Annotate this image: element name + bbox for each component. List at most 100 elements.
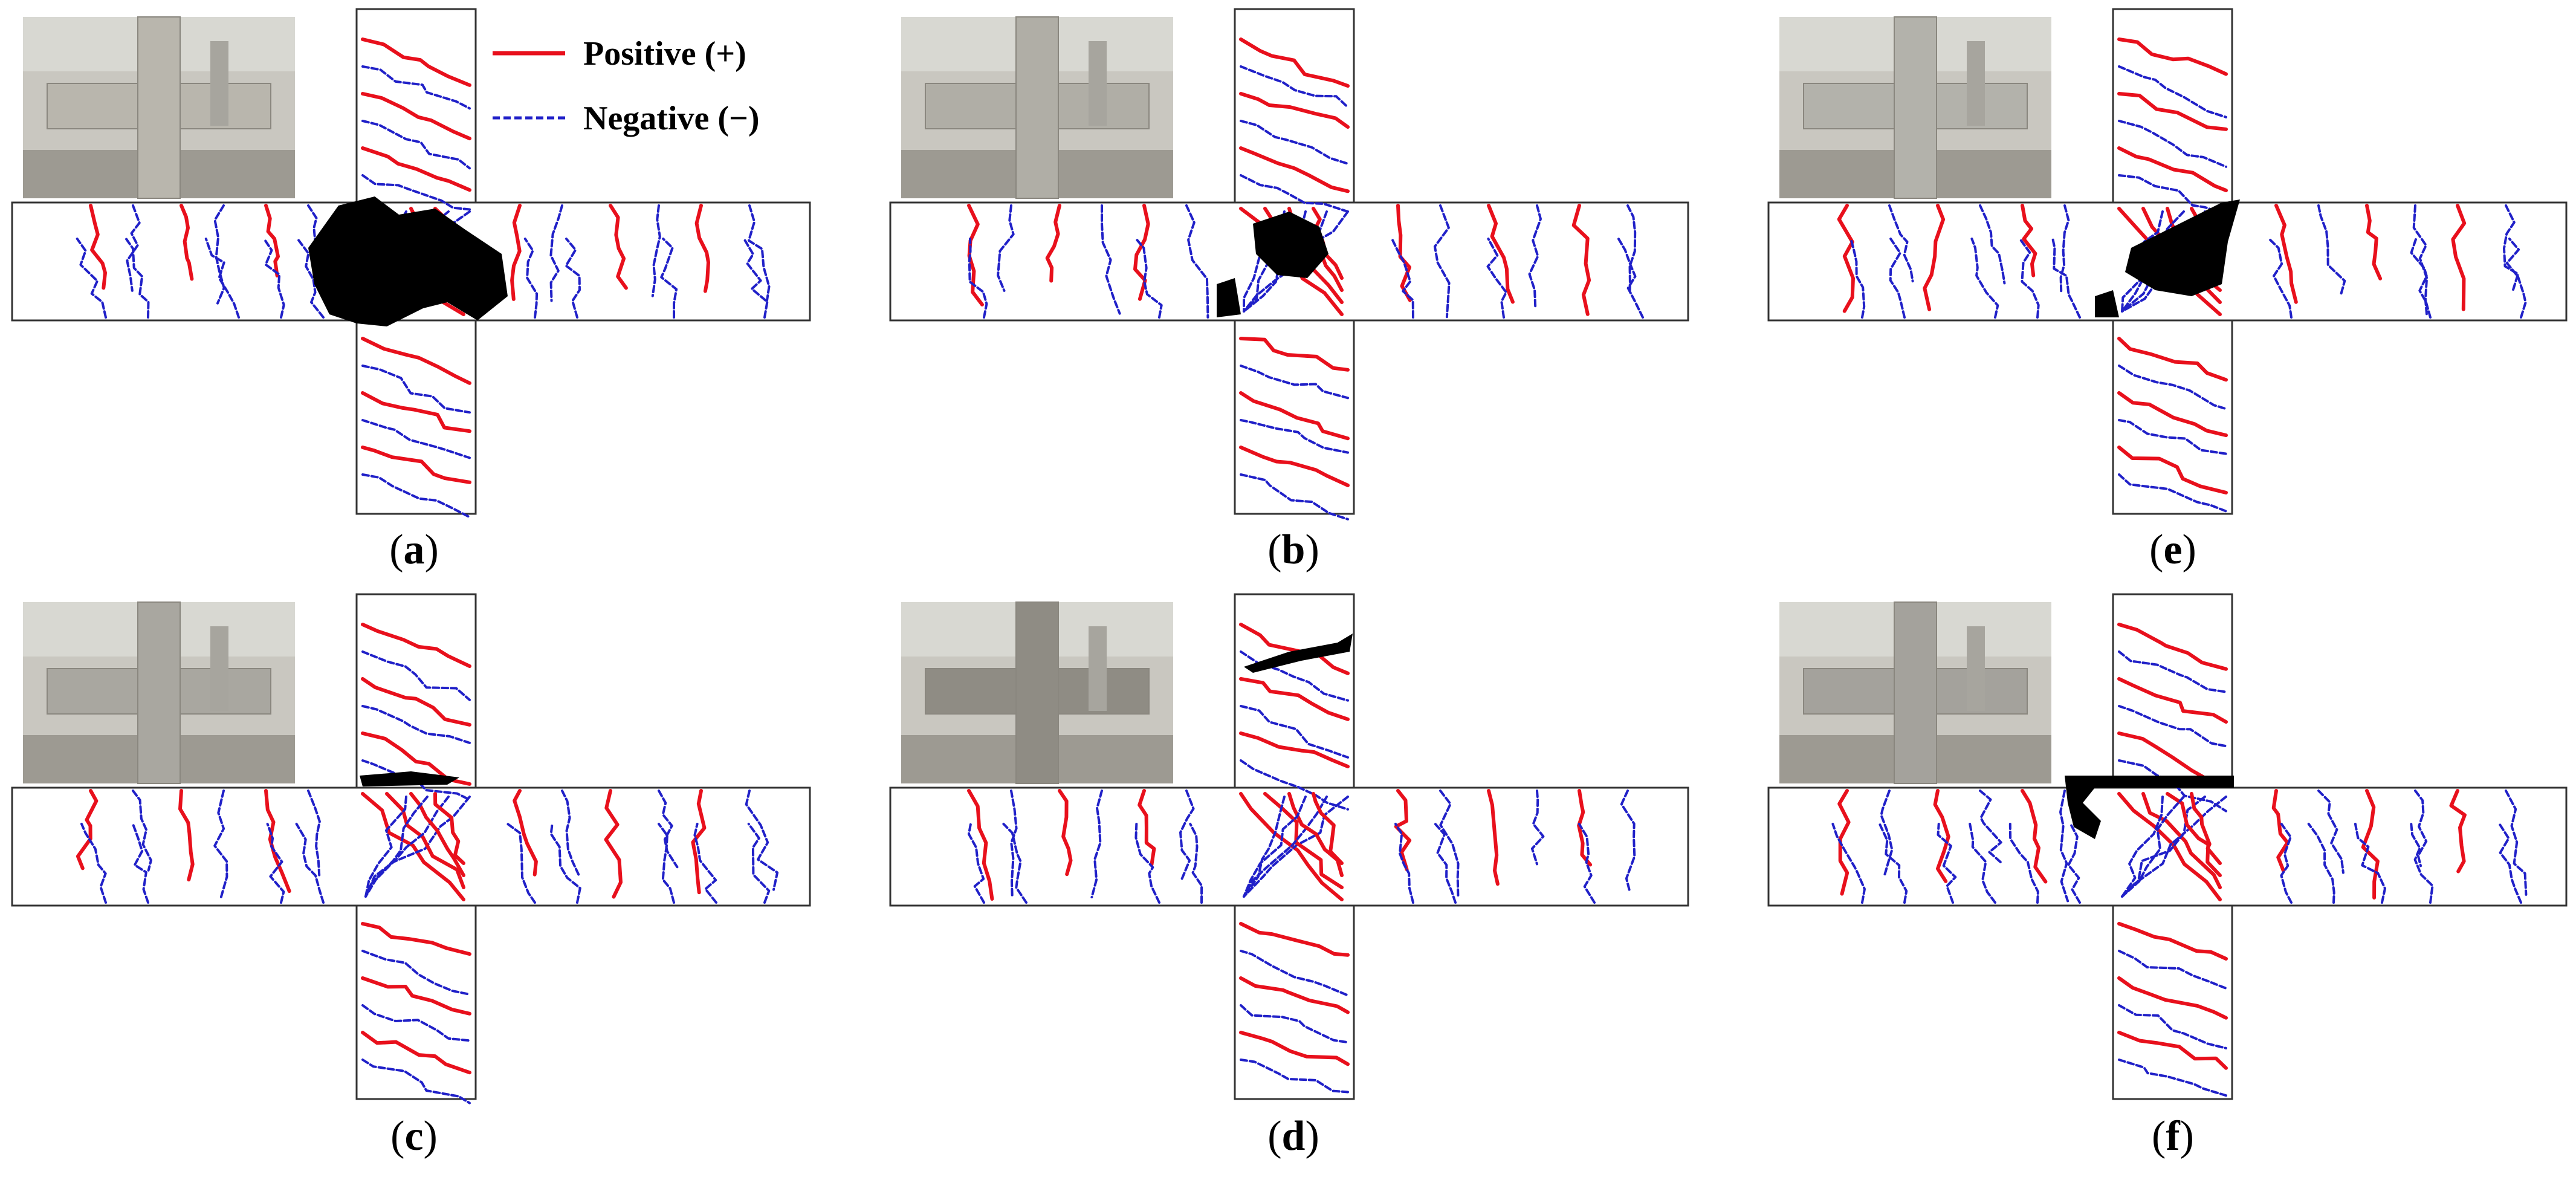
joint-crack-negative [1243, 796, 1307, 898]
caption-d: (d) [1267, 1113, 1319, 1159]
beam-crack-positive [2274, 204, 2298, 304]
beam-crack-negative [549, 204, 563, 302]
beam-crack-negative [743, 238, 769, 319]
photo-support [1967, 626, 1985, 711]
column-crack-negative [1240, 1059, 1349, 1094]
column-crack-negative [2118, 419, 2227, 455]
column-crack-positive [2117, 37, 2228, 76]
beam-crack-negative [2307, 823, 2335, 904]
beam-crack-negative [693, 823, 717, 904]
photo-column [1015, 601, 1059, 784]
photo-column [137, 16, 181, 199]
beam-crack-negative [295, 823, 325, 904]
beam-crack-negative [660, 238, 678, 319]
photo-column [1015, 16, 1059, 199]
beam-crack-negative [1101, 204, 1121, 315]
beam-crack-negative [1969, 823, 1996, 904]
column-lower-outline [2112, 319, 2233, 515]
beam-crack-negative [2503, 204, 2520, 293]
beam-crack-negative [997, 204, 1015, 292]
column-upper-outline [1234, 8, 1355, 204]
beam-crack-negative [1090, 790, 1103, 899]
beam-crack-negative [1185, 204, 1209, 319]
specimen-photo-b [901, 16, 1173, 199]
beam-crack-negative [1979, 204, 2006, 285]
cracks-c [76, 623, 779, 1104]
beam-crack-negative [2268, 238, 2293, 319]
caption-b: (b) [1267, 527, 1319, 573]
column-crack-positive [1239, 976, 1350, 1014]
photo-support [1089, 41, 1107, 126]
photo-support [1089, 626, 1107, 711]
beam-crack-positive [2451, 204, 2467, 311]
column-crack-negative [2118, 1004, 2227, 1049]
beam-crack-positive [264, 204, 280, 277]
beam-crack-positive [510, 204, 522, 301]
column-upper-outline [1234, 593, 1355, 789]
column-upper-outline [2112, 8, 2233, 204]
column-crack-positive [2117, 677, 2228, 724]
column-crack-positive [2117, 391, 2228, 438]
column-crack-negative [1240, 473, 1349, 520]
column-crack-positive [1239, 446, 1350, 487]
joint-crack-negative [2121, 796, 2164, 898]
specimen-photo-e [1779, 16, 2051, 199]
beam-crack-negative [1970, 238, 1999, 319]
damage-area [360, 771, 459, 786]
beam-crack-positive [1045, 204, 1061, 283]
beam-crack-negative [1189, 823, 1203, 904]
beam-crack-negative [967, 823, 985, 904]
beam-crack-negative [2354, 823, 2386, 904]
column-crack-positive [1239, 146, 1350, 193]
beam-crack-positive [2271, 789, 2290, 873]
column-crack-negative [2118, 174, 2227, 216]
column-crack-positive [2117, 922, 2228, 961]
panel-a [11, 8, 811, 519]
column-crack-negative [1240, 705, 1349, 759]
beam-crack-negative [658, 790, 679, 869]
beam-crack-negative [745, 790, 779, 891]
beam-crack-positive [1487, 789, 1500, 886]
damage-area [2065, 776, 2234, 839]
column-crack-negative [361, 1059, 471, 1104]
column-crack-negative [1240, 1004, 1349, 1044]
beam-crack-negative [561, 790, 580, 877]
beam-crack-negative [1439, 790, 1460, 897]
damage-area [308, 196, 508, 326]
legend-positive-label: Positive (+) [583, 35, 746, 73]
beam-crack-negative [125, 238, 150, 319]
photo-support [1967, 41, 1985, 126]
beam-crack-negative [126, 204, 141, 292]
specimen-photo-c [23, 601, 295, 784]
beam-crack-negative [2059, 204, 2070, 293]
joint-crack-negative [1243, 796, 1286, 898]
beam-crack-negative [747, 823, 771, 904]
joint-crack-positive [433, 792, 465, 865]
joint-crack-positive [1239, 792, 1344, 901]
beam-crack-negative [2505, 790, 2528, 896]
panel-e [1767, 8, 2568, 515]
column-crack-positive [361, 623, 471, 668]
column-crack-negative [361, 120, 471, 170]
legend-negative-label: Negative (−) [583, 100, 760, 137]
beam-crack-negative [968, 238, 988, 319]
column-crack-negative [1240, 419, 1349, 454]
beam-crack-positive [1837, 204, 1855, 313]
caption-a: (a) [389, 527, 439, 573]
beam-crack-negative [1620, 790, 1636, 893]
beam-crack-negative [1889, 238, 1906, 319]
beam-crack-negative [1617, 238, 1644, 319]
beam-crack-negative [262, 238, 285, 319]
column-crack-negative [1240, 759, 1349, 811]
beam-crack-negative [1880, 790, 1894, 877]
column-crack-negative [361, 174, 471, 211]
beam-crack-negative [1010, 790, 1018, 897]
column-crack-positive [2117, 1031, 2228, 1070]
beam-crack-positive [1923, 204, 1946, 311]
column-crack-positive [2117, 623, 2228, 671]
beam-crack-negative [204, 238, 240, 319]
beam-crack-positive [609, 204, 628, 290]
cracks-f [1831, 623, 2528, 1097]
beam-crack-negative [2317, 790, 2345, 874]
